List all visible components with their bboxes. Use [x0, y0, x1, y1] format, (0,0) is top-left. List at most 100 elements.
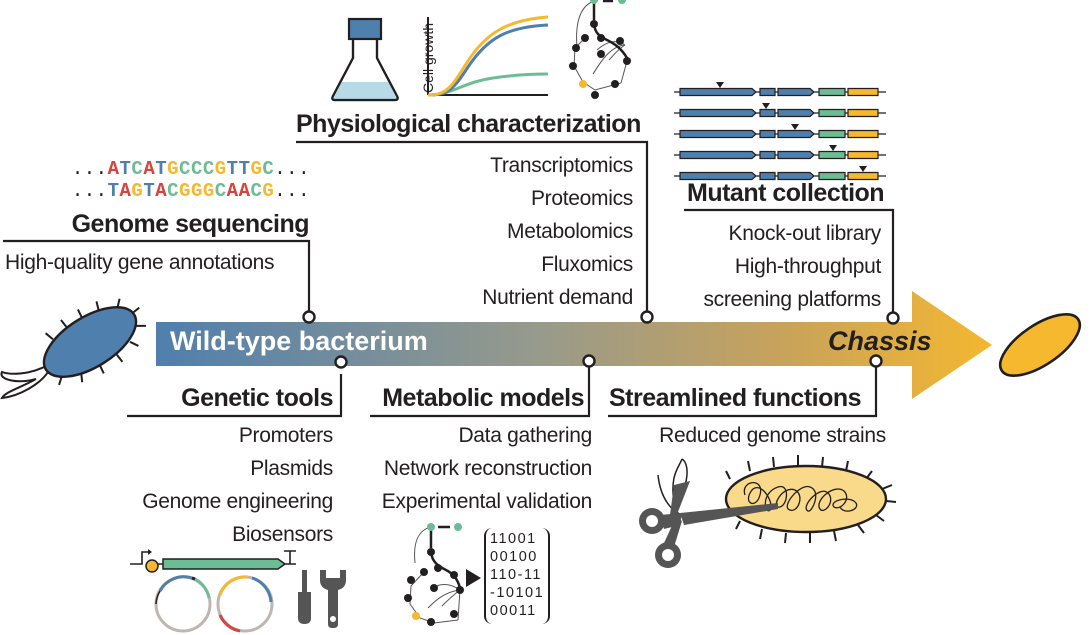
plasmid-icon — [216, 575, 274, 633]
gene-block — [777, 87, 815, 97]
genome-connector — [3, 239, 311, 314]
seq-prefix: ... — [71, 158, 108, 180]
insertion-marker — [716, 82, 724, 88]
gene-block — [777, 150, 815, 160]
metabolic-connector — [370, 364, 591, 418]
genetic-items: Promoters Plasmids Genome engineering Bi… — [142, 419, 333, 551]
genome-sequencing-title: Genome sequencing — [71, 210, 310, 238]
node-circle — [302, 310, 316, 324]
genetic-item: Promoters — [238, 424, 333, 447]
dna-base: C — [167, 180, 180, 202]
metabolic-network-icon — [569, 0, 631, 99]
node-circle — [334, 355, 348, 369]
chassis-label: Chassis — [828, 326, 932, 356]
dna-base: G — [167, 158, 180, 180]
gene-block — [847, 171, 879, 181]
dna-base: C — [214, 180, 227, 202]
gene-construct-icon — [130, 549, 296, 573]
chassis-bacterium-icon — [998, 313, 1082, 377]
gene-block — [679, 171, 757, 181]
dna-base: A — [119, 180, 132, 202]
gene-block — [818, 171, 846, 181]
dna-base: A — [107, 158, 120, 180]
matrix-row: 00011 — [490, 603, 537, 619]
mutant-items: Knock-out library High-throughput screen… — [703, 217, 881, 316]
dna-base: A — [143, 158, 156, 180]
dna-base: G — [131, 180, 144, 202]
arrow-shape — [156, 291, 992, 399]
metabolic-network-icon — [404, 523, 464, 626]
genetic-item: Biosensors — [232, 523, 333, 546]
wild-type-bacterium-icon — [0, 298, 146, 400]
physiological-item: Fluxomics — [541, 253, 633, 276]
gene-block — [847, 129, 879, 139]
scissors-icon — [639, 481, 778, 568]
gene-block — [818, 150, 846, 160]
node-circle — [869, 354, 883, 368]
wild-type-label: Wild-type bacterium — [170, 326, 428, 356]
seq-bases-bottom: TAGTACGGGCAACG — [108, 180, 275, 202]
growth-axis-label: Cell growth — [420, 22, 436, 94]
dna-base: G — [262, 180, 275, 202]
insertion-marker — [859, 166, 867, 172]
gene-block — [759, 171, 776, 181]
gene-block — [759, 150, 776, 160]
dna-base: C — [250, 180, 263, 202]
metabolic-items: Data gathering Network reconstruction Ex… — [381, 419, 593, 518]
dna-base: C — [202, 158, 215, 180]
node-circle — [582, 354, 596, 368]
genetic-item: Plasmids — [250, 457, 333, 480]
mutant-item: screening platforms — [703, 288, 881, 311]
play-arrow-icon — [466, 569, 481, 587]
insertion-marker — [829, 145, 837, 151]
dna-base: G — [202, 180, 215, 202]
physiological-item: Proteomics — [530, 187, 633, 210]
dna-base: T — [107, 180, 120, 202]
gene-block — [777, 129, 815, 139]
flask-icon — [331, 17, 399, 102]
dna-base: G — [250, 158, 263, 180]
dna-sequence-top: ...ATCATGCCCGTTGC... — [72, 158, 310, 180]
wrench-icon — [320, 570, 346, 628]
reduced-genome-cell-icon — [639, 455, 897, 568]
genetic-connector — [127, 374, 343, 418]
screwdriver-icon — [298, 570, 311, 624]
dna-base: T — [226, 158, 239, 180]
metabolic-item: Experimental validation — [381, 490, 593, 513]
physiological-item: Transcriptomics — [490, 154, 633, 177]
dna-base: C — [131, 158, 144, 180]
physio-connector — [296, 140, 649, 312]
gene-block — [847, 87, 879, 97]
mutant-connector — [684, 208, 895, 312]
terminator — [284, 550, 296, 564]
promoter-dot — [145, 559, 159, 573]
gene-block — [777, 171, 815, 181]
streamlined-functions-title: Streamlined functions — [609, 384, 862, 412]
physiological-item: Metabolomics — [507, 220, 633, 243]
physiological-item: Nutrient demand — [482, 286, 633, 309]
seq-suffix: ... — [274, 158, 310, 180]
dna-base: T — [119, 158, 132, 180]
node-circle — [640, 310, 654, 324]
streamlined-item: Reduced genome strains — [659, 424, 886, 447]
cell-growth-chart — [427, 15, 549, 97]
genome-sequencing-item: High-quality gene annotations — [5, 251, 275, 274]
insertion-marker — [762, 103, 770, 109]
metabolic-item: Data gathering — [458, 424, 592, 447]
seq-suffix: ... — [274, 180, 310, 202]
dna-base: T — [238, 158, 251, 180]
metabolic-item: Network reconstruction — [383, 457, 592, 480]
matrix-row: 00100 — [490, 549, 538, 565]
dna-base: C — [190, 158, 203, 180]
dna-sequence-bottom: ...TAGTACGGGCAACG... — [72, 180, 310, 202]
gene-block — [777, 108, 815, 118]
dna-base: G — [179, 180, 191, 202]
plasmid-icon — [154, 575, 212, 633]
gene-block — [679, 87, 757, 97]
genetic-tools-title: Genetic tools — [181, 384, 333, 412]
dna-base: A — [238, 180, 251, 202]
mutant-collection-title: Mutant collection — [687, 179, 885, 207]
dna-base: G — [190, 180, 203, 202]
